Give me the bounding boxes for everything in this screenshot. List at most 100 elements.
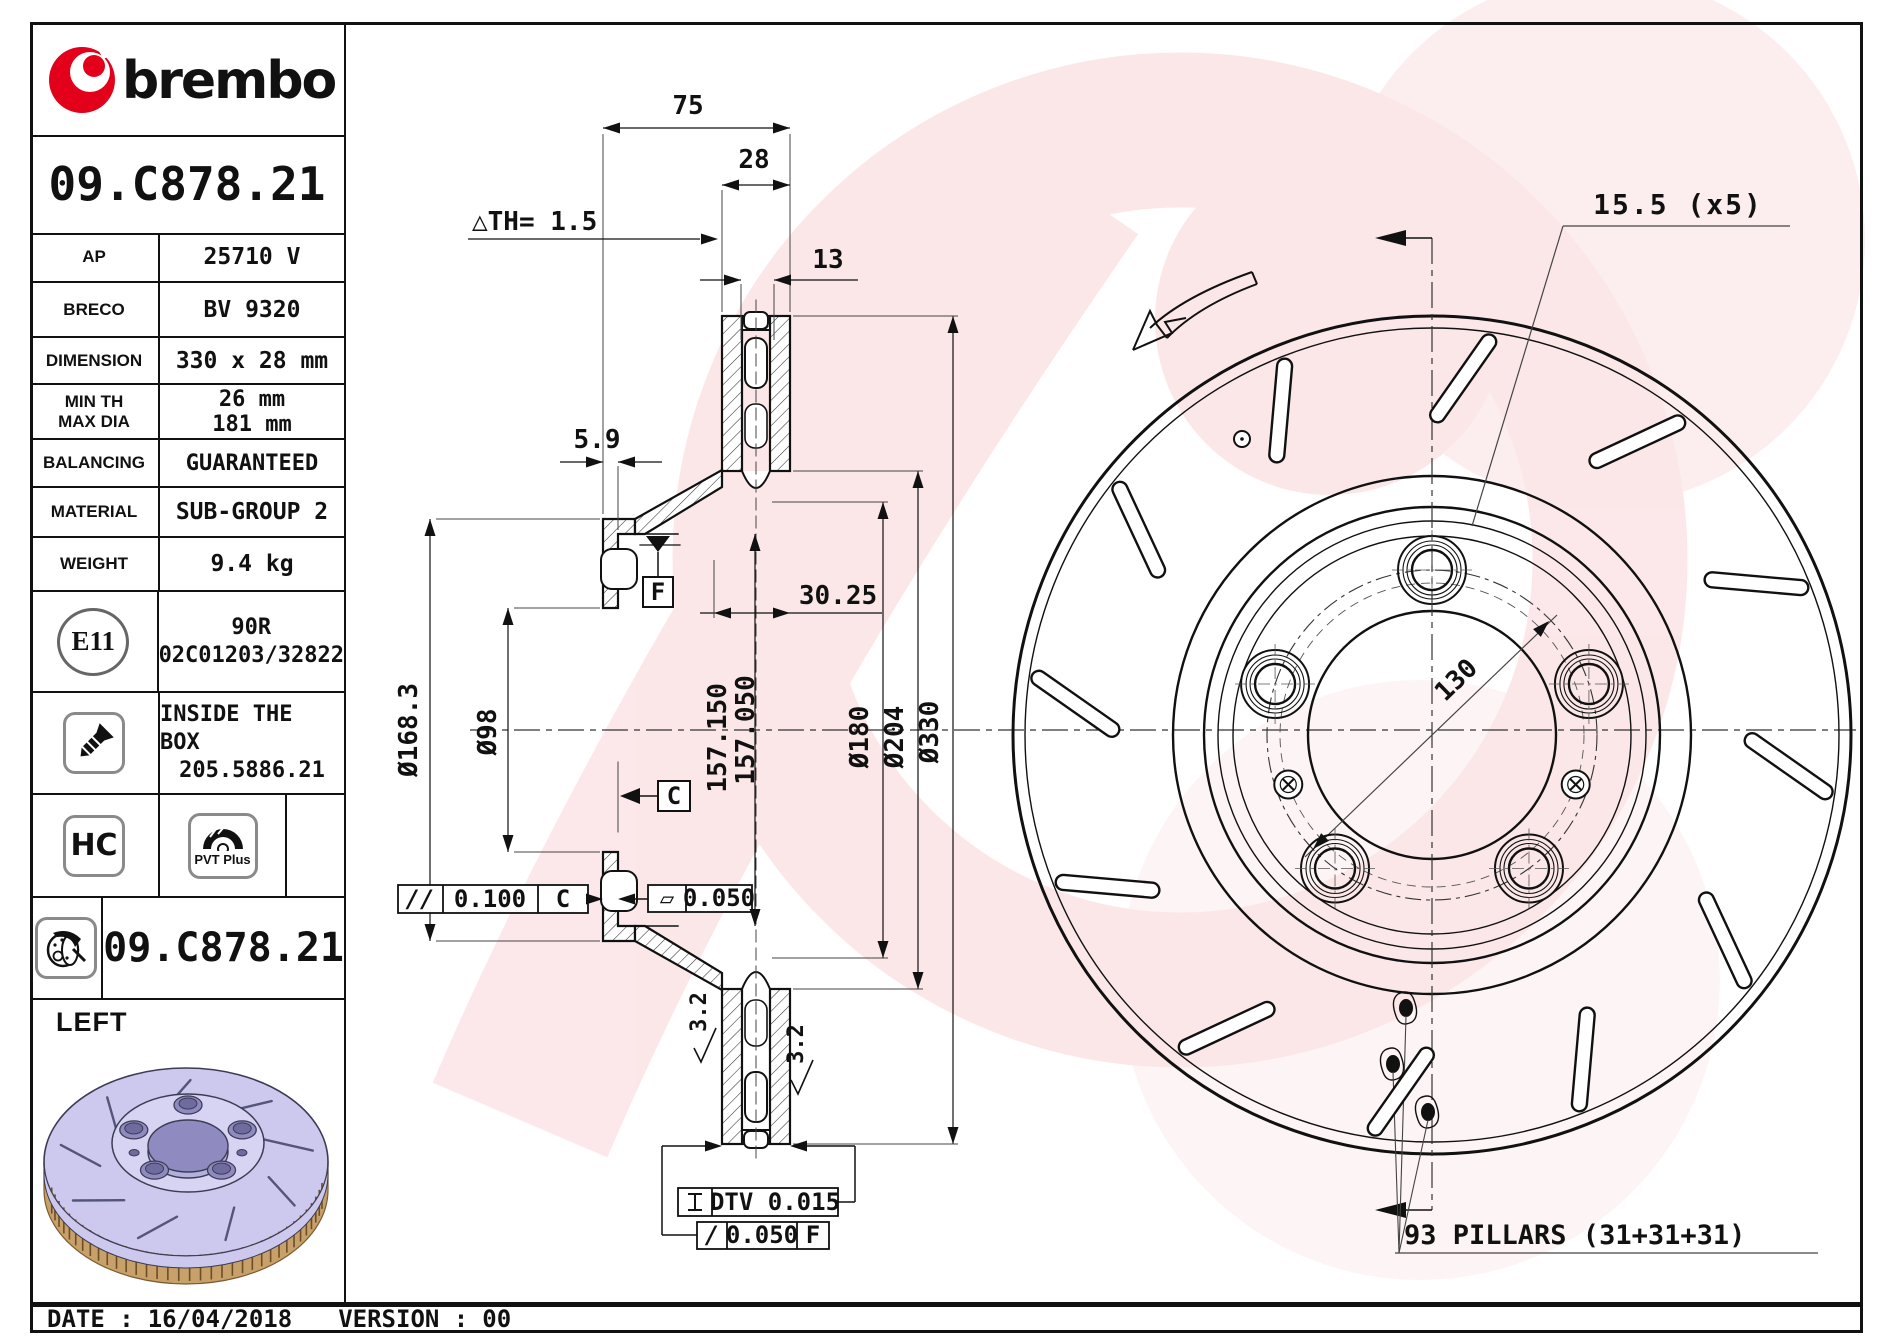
- brembo-logo: brembo: [49, 22, 338, 113]
- dim-arrowhead: [714, 607, 731, 619]
- spec-label: BALANCING: [30, 440, 160, 486]
- dim-28: 28: [738, 145, 769, 175]
- disc-3d-bolt-hole: [139, 1160, 170, 1180]
- screw-icon: [30, 693, 160, 793]
- disc-slot: [1054, 873, 1161, 899]
- fcf-flatness: ▱ 0.050: [622, 884, 755, 913]
- hole-diameter-callout: 15.5 (x5): [1471, 188, 1790, 527]
- brand-wordmark: brembo: [122, 51, 336, 111]
- disc-slot: [1366, 1046, 1436, 1137]
- disc-3d-slot: [105, 1096, 118, 1131]
- dim-od: Ø330: [915, 701, 945, 765]
- disc-glyph: [46, 931, 86, 968]
- spec-label: DIMENSION: [30, 338, 160, 383]
- svg-text:/: /: [705, 1221, 719, 1249]
- spec-row-dimension: DIMENSION 330 x 28 mm: [30, 338, 344, 385]
- disc-slot: [1177, 1000, 1276, 1056]
- hole-diameter-label: 15.5 (x5): [1593, 188, 1763, 221]
- disc-3d-bolt-hole: [119, 1120, 149, 1140]
- part-number-title: 09.C878.21: [30, 135, 344, 235]
- svg-text:0.050: 0.050: [683, 884, 755, 912]
- dim-arrowhead: [749, 534, 761, 551]
- dim-arrowhead: [774, 274, 791, 286]
- pvt-plus-icon: PVT Plus: [160, 795, 287, 896]
- svg-text:DTV 0.015: DTV 0.015: [710, 1188, 840, 1216]
- svg-text:▱: ▱: [660, 884, 675, 912]
- disc-3d-view: [43, 1067, 329, 1285]
- dim-arrowhead: [912, 972, 924, 989]
- dim-arrowhead: [724, 274, 741, 286]
- spec-label: AP: [30, 233, 160, 281]
- disc-3d-slot: [59, 1143, 102, 1168]
- disc-slot: [1268, 357, 1294, 464]
- retaining-screw: [1560, 769, 1591, 800]
- dim-bore: Ø98: [473, 709, 503, 757]
- hat-section: [600, 468, 724, 992]
- spec-row-weight: WEIGHT 9.4 kg: [30, 538, 344, 592]
- disc-3d-slot: [136, 1215, 179, 1240]
- orientation-label: LEFT: [56, 1007, 128, 1037]
- spec-value: 330 x 28 mm: [175, 347, 329, 374]
- fcf-dtv: DTV 0.015: [661, 1145, 856, 1236]
- spec-label: WEIGHT: [30, 538, 160, 590]
- dim-th: △TH= 1.5: [472, 207, 597, 237]
- disc-3d-slot: [224, 1206, 236, 1242]
- disc-slot: [1743, 731, 1834, 801]
- dim-arrowhead: [912, 471, 924, 488]
- svg-text:C: C: [556, 885, 570, 913]
- dim-arrowhead: [502, 608, 514, 625]
- dim-hat-od: Ø168.3: [394, 683, 424, 778]
- dim-arrowhead: [749, 909, 761, 926]
- dim-vent-id: Ø180: [845, 706, 875, 770]
- disc-3d-screw-hole: [236, 1149, 248, 1157]
- dim-arrowhead: [947, 1127, 959, 1144]
- dim-arrowhead: [701, 233, 718, 245]
- dim-arrowhead: [586, 456, 603, 468]
- bolt-hole: [1548, 644, 1629, 725]
- dim-arrowhead: [773, 179, 790, 191]
- spec-row-balancing: BALANCING GUARANTEED: [30, 440, 344, 488]
- dim-arrowhead: [603, 122, 620, 134]
- spec-value: BV 9320: [203, 296, 301, 323]
- fcf-runout: / 0.050 F: [696, 1221, 830, 1250]
- disc-slot: [1428, 333, 1498, 424]
- spec-row-ap: AP 25710 V: [30, 233, 344, 283]
- spec-label: BRECO: [30, 283, 160, 336]
- disc-part-number: 09.C878.21: [103, 925, 344, 971]
- dim-59: 5.9: [574, 425, 621, 455]
- brand-header: brembo: [30, 22, 344, 137]
- date-value: 16/04/2018: [147, 1304, 293, 1333]
- section-view: [600, 299, 792, 1159]
- tech-icons-row: HC PVT Plus: [30, 795, 344, 898]
- svg-text:3.2: 3.2: [687, 992, 712, 1032]
- dim-75: 75: [672, 91, 703, 121]
- spec-value: GUARANTEED: [185, 450, 319, 476]
- dim-arrowhead: [705, 1140, 722, 1152]
- spec-value: 25710 V: [203, 244, 301, 270]
- pillars-callout: 93 PILLARS (31+31+31): [1379, 991, 1818, 1254]
- screw-glyph: [80, 723, 114, 757]
- svg-text:F: F: [806, 1221, 820, 1249]
- dim-13: 13: [812, 245, 843, 275]
- version-value: 00: [482, 1304, 512, 1333]
- dim-friction-id: Ø204: [880, 706, 910, 770]
- rotation-arrow-icon: [1132, 271, 1258, 351]
- dim-arrowhead: [773, 122, 790, 134]
- dim-arrowhead: [618, 456, 635, 468]
- dim-register: 157.150 157.050: [703, 667, 761, 792]
- disc-3d-bolt-hole: [173, 1095, 203, 1115]
- front-view: 15.5 (x5) 130 93 PILLARS (31+31+31): [1011, 188, 1853, 1254]
- svg-text://: //: [406, 885, 435, 913]
- disc-3d-bolt-hole: [206, 1160, 237, 1180]
- version-label: VERSION :: [338, 1304, 469, 1333]
- dim-arrowhead: [877, 941, 889, 958]
- svg-text:0.050: 0.050: [726, 1221, 798, 1249]
- spec-row-breco: BRECO BV 9320: [30, 283, 344, 338]
- disc-icon: [30, 898, 104, 998]
- bolt-hole: [1235, 644, 1316, 725]
- empty-cell: [287, 795, 344, 896]
